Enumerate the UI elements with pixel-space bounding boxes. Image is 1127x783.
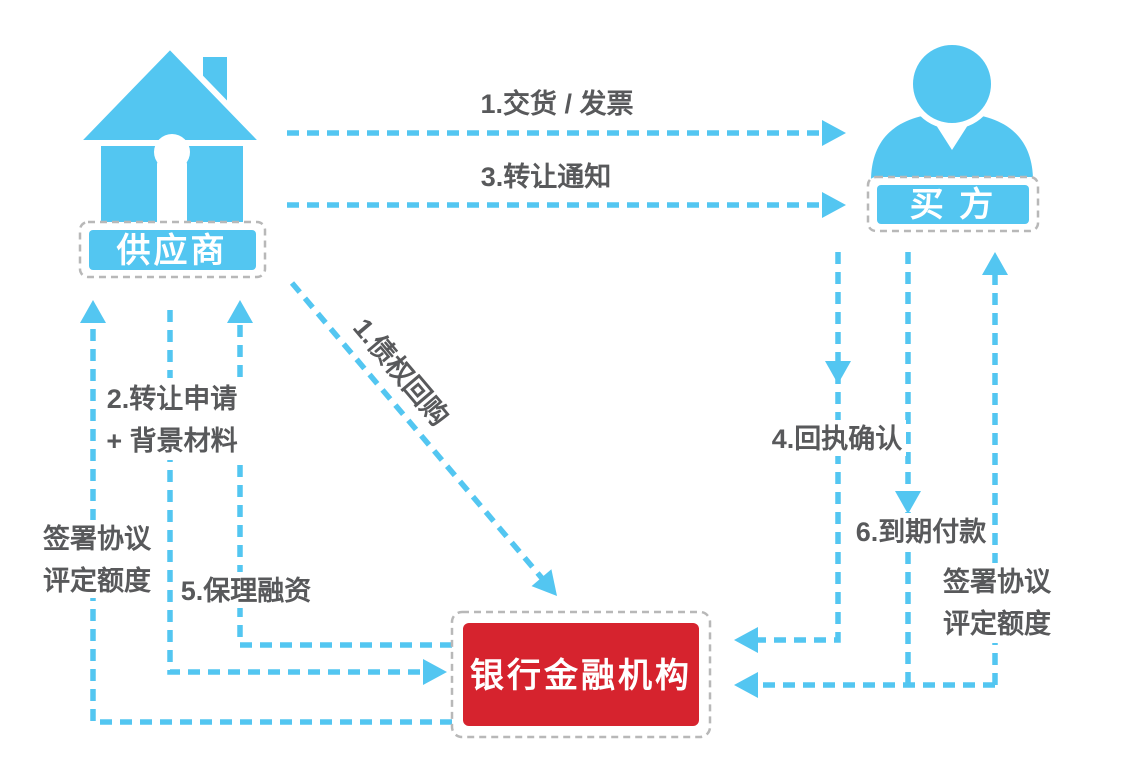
transfer-application-label-line2: + 背景材料 — [106, 426, 237, 456]
person-head — [907, 39, 997, 129]
transfer-application-label-bg — [97, 378, 247, 460]
arrow-right-icon — [822, 120, 846, 146]
arrow-up-icon — [227, 300, 253, 323]
arrow-up-icon — [80, 300, 106, 323]
buyer-label: 买 方 — [910, 186, 996, 224]
supplier-label: 供应商 — [116, 232, 228, 270]
arrow-up-icon — [982, 252, 1008, 275]
factoring-financing-label: 5.保理融资 — [181, 576, 312, 606]
factoring-financing-label-bg — [176, 572, 316, 608]
transfer-application-label-line1: 2.转让申请 — [107, 384, 238, 414]
sign-agreement-supplier-label-line1: 签署协议 — [43, 523, 152, 554]
bank-label: 银行金融机构 — [470, 656, 692, 695]
sign-agreement-buyer-label-bg — [938, 563, 1056, 643]
sign-agreement-buyer-label-line2: 评定额度 — [943, 608, 1051, 639]
arrow-diagonal-icon — [531, 569, 557, 596]
arrow-right-icon — [423, 659, 447, 685]
receipt-confirmation-label: 4.回执确认 — [772, 423, 903, 454]
arrow-left-icon — [734, 672, 758, 698]
flow-debt-repurchase-line — [289, 281, 549, 585]
bank-node: 银行金融机构 — [450, 610, 712, 739]
house-roof — [73, 43, 267, 146]
sign-agreement-supplier-label-line2: 评定额度 — [43, 565, 151, 596]
house-door — [157, 161, 187, 225]
buyer-node: 买 方 — [866, 39, 1040, 233]
delivery-invoice-label: 1.交货 / 发票 — [480, 88, 633, 119]
flow-factoring-financing-line — [237, 312, 452, 648]
house-icon — [73, 43, 267, 228]
person-icon — [871, 39, 1033, 181]
supplier-box-fill — [89, 230, 256, 270]
buyer-box-fill — [877, 185, 1029, 224]
label-backgrounds — [42, 378, 1056, 643]
maturity-payment-label-bg — [852, 513, 990, 549]
supplier-node: 供应商 — [73, 43, 267, 279]
receipt-confirmation-label-bg — [768, 420, 906, 456]
sign-agreement-buyer-label-line1: 签署协议 — [943, 566, 1052, 597]
arrow-right-icon — [822, 192, 846, 218]
arrow-left-icon — [734, 627, 758, 653]
arrow-down-icon — [895, 491, 921, 514]
arrow-down-icon — [825, 361, 851, 384]
transfer-notice-label: 3.转让通知 — [481, 162, 612, 192]
maturity-payment-label: 6.到期付款 — [856, 517, 988, 547]
bank-box-fill — [463, 623, 699, 726]
sign-agreement-supplier-label-bg — [42, 520, 154, 598]
